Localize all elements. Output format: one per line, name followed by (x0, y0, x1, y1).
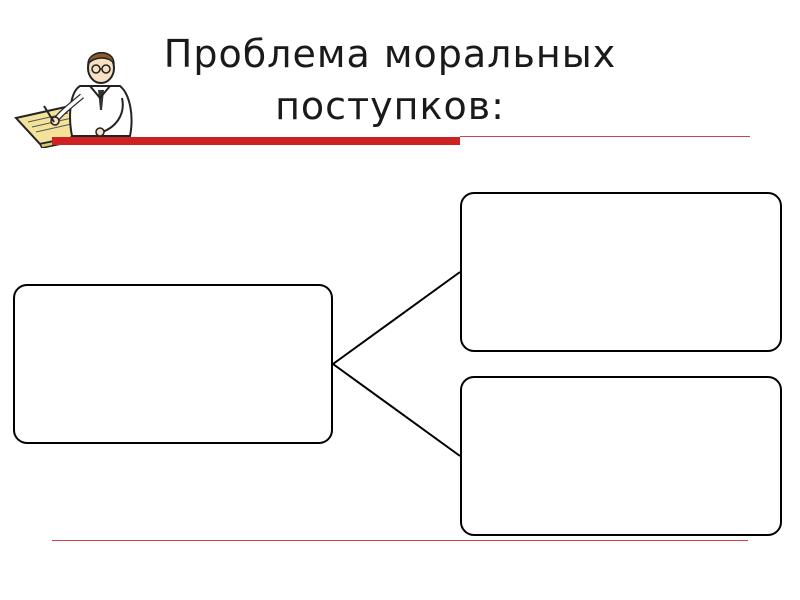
diagram-box-source (13, 284, 333, 444)
connector-top (332, 271, 461, 365)
divider-bottom (52, 540, 748, 541)
page-title: Проблема моральных поступков: (163, 32, 617, 128)
diagram-box-branch-top (460, 192, 782, 352)
divider-top (460, 136, 750, 137)
accent-rule (52, 137, 460, 145)
scholar-writing-icon (14, 52, 133, 148)
diagram-box-branch-bottom (460, 376, 782, 536)
connector-bottom (332, 363, 461, 457)
